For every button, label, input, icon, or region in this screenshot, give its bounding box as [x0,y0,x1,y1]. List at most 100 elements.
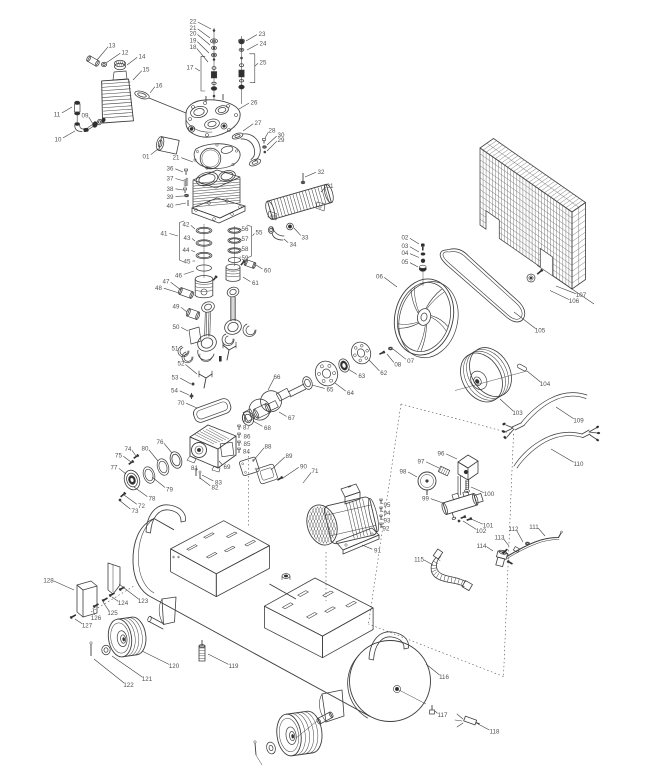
svg-text:02: 02 [401,234,408,241]
svg-text:61: 61 [252,280,259,287]
svg-text:112: 112 [509,526,519,533]
svg-text:81: 81 [191,465,198,472]
svg-text:40: 40 [167,203,174,210]
svg-text:84: 84 [243,448,250,455]
svg-text:09: 09 [82,112,89,119]
svg-text:14: 14 [139,53,146,60]
svg-text:111: 111 [529,524,539,531]
svg-text:29: 29 [278,137,285,144]
svg-text:94: 94 [384,510,391,517]
svg-text:42: 42 [183,221,190,228]
svg-text:28: 28 [269,127,276,134]
svg-text:107: 107 [576,292,587,299]
svg-text:100: 100 [484,491,495,498]
svg-text:54: 54 [171,387,178,394]
svg-text:05: 05 [401,259,408,266]
svg-text:43: 43 [184,235,191,242]
svg-text:37: 37 [167,175,174,182]
svg-text:69: 69 [224,464,231,471]
svg-text:87: 87 [243,424,250,431]
svg-text:49: 49 [173,303,180,310]
svg-text:127: 127 [82,622,93,629]
svg-text:36: 36 [167,165,174,172]
svg-text:07: 07 [407,358,414,365]
svg-text:118: 118 [490,728,500,735]
svg-text:08: 08 [394,362,401,369]
svg-text:57: 57 [242,236,249,243]
svg-text:47: 47 [163,278,170,285]
svg-text:86: 86 [244,433,251,440]
svg-text:71: 71 [312,468,319,475]
svg-text:19: 19 [190,37,197,44]
svg-text:04: 04 [401,250,408,257]
svg-text:122: 122 [123,682,134,689]
svg-text:116: 116 [439,674,449,681]
svg-text:95: 95 [384,502,391,509]
svg-text:114: 114 [477,543,487,550]
svg-text:90: 90 [300,463,307,470]
svg-text:27: 27 [255,120,262,127]
svg-text:26: 26 [251,99,258,106]
svg-text:117: 117 [438,712,448,719]
svg-text:120: 120 [169,663,180,670]
svg-text:126: 126 [91,615,102,622]
svg-text:39: 39 [167,194,174,201]
svg-text:11: 11 [54,111,61,118]
svg-text:45: 45 [184,258,191,265]
svg-text:82: 82 [212,484,219,491]
svg-text:113: 113 [495,534,505,541]
svg-text:51: 51 [172,345,179,352]
svg-text:89: 89 [286,453,293,460]
svg-text:15: 15 [143,66,150,73]
svg-text:99: 99 [422,495,429,502]
svg-text:63: 63 [358,373,365,380]
svg-text:50: 50 [173,324,180,331]
svg-text:22: 22 [190,18,197,25]
svg-text:73: 73 [132,508,139,515]
svg-text:52: 52 [178,360,185,367]
svg-text:21: 21 [173,154,180,161]
svg-text:101: 101 [483,522,494,529]
svg-text:70: 70 [178,400,185,407]
svg-text:92: 92 [383,525,390,532]
svg-text:56: 56 [242,226,249,233]
svg-text:17: 17 [187,64,194,71]
svg-text:30: 30 [278,132,285,139]
svg-text:24: 24 [260,40,267,47]
svg-text:109: 109 [573,417,584,424]
svg-text:104: 104 [540,381,551,388]
svg-text:125: 125 [107,610,118,617]
svg-text:77: 77 [111,464,118,471]
svg-text:121: 121 [142,676,153,683]
svg-text:103: 103 [512,410,523,417]
svg-text:∗ ∗: ∗ ∗ [172,555,181,560]
svg-text:59: 59 [242,255,249,262]
svg-text:60: 60 [264,267,271,274]
svg-text:46: 46 [175,272,182,279]
svg-text:23: 23 [259,31,266,38]
svg-text:75: 75 [115,452,122,459]
svg-text:76: 76 [157,439,164,446]
svg-text:16: 16 [156,82,163,89]
svg-text:38: 38 [167,186,174,193]
svg-text:62: 62 [380,370,387,377]
svg-text:06: 06 [376,273,383,280]
svg-text:18: 18 [190,44,197,51]
svg-text:67: 67 [288,415,295,422]
svg-text:13: 13 [109,42,116,49]
svg-text:128: 128 [43,577,54,584]
svg-text:80: 80 [142,445,149,452]
svg-text:48: 48 [155,285,162,292]
svg-text:66: 66 [274,374,281,381]
svg-text:91: 91 [374,547,381,554]
svg-text:97: 97 [418,458,425,465]
svg-text:72: 72 [138,503,145,510]
svg-text:83: 83 [215,479,222,486]
svg-text:31: 31 [327,183,334,190]
svg-text:33: 33 [302,234,309,241]
svg-text:12: 12 [122,49,129,56]
svg-text:123: 123 [138,598,149,605]
svg-text:58: 58 [242,246,249,253]
svg-text:03: 03 [401,243,408,250]
svg-text:124: 124 [118,600,129,607]
